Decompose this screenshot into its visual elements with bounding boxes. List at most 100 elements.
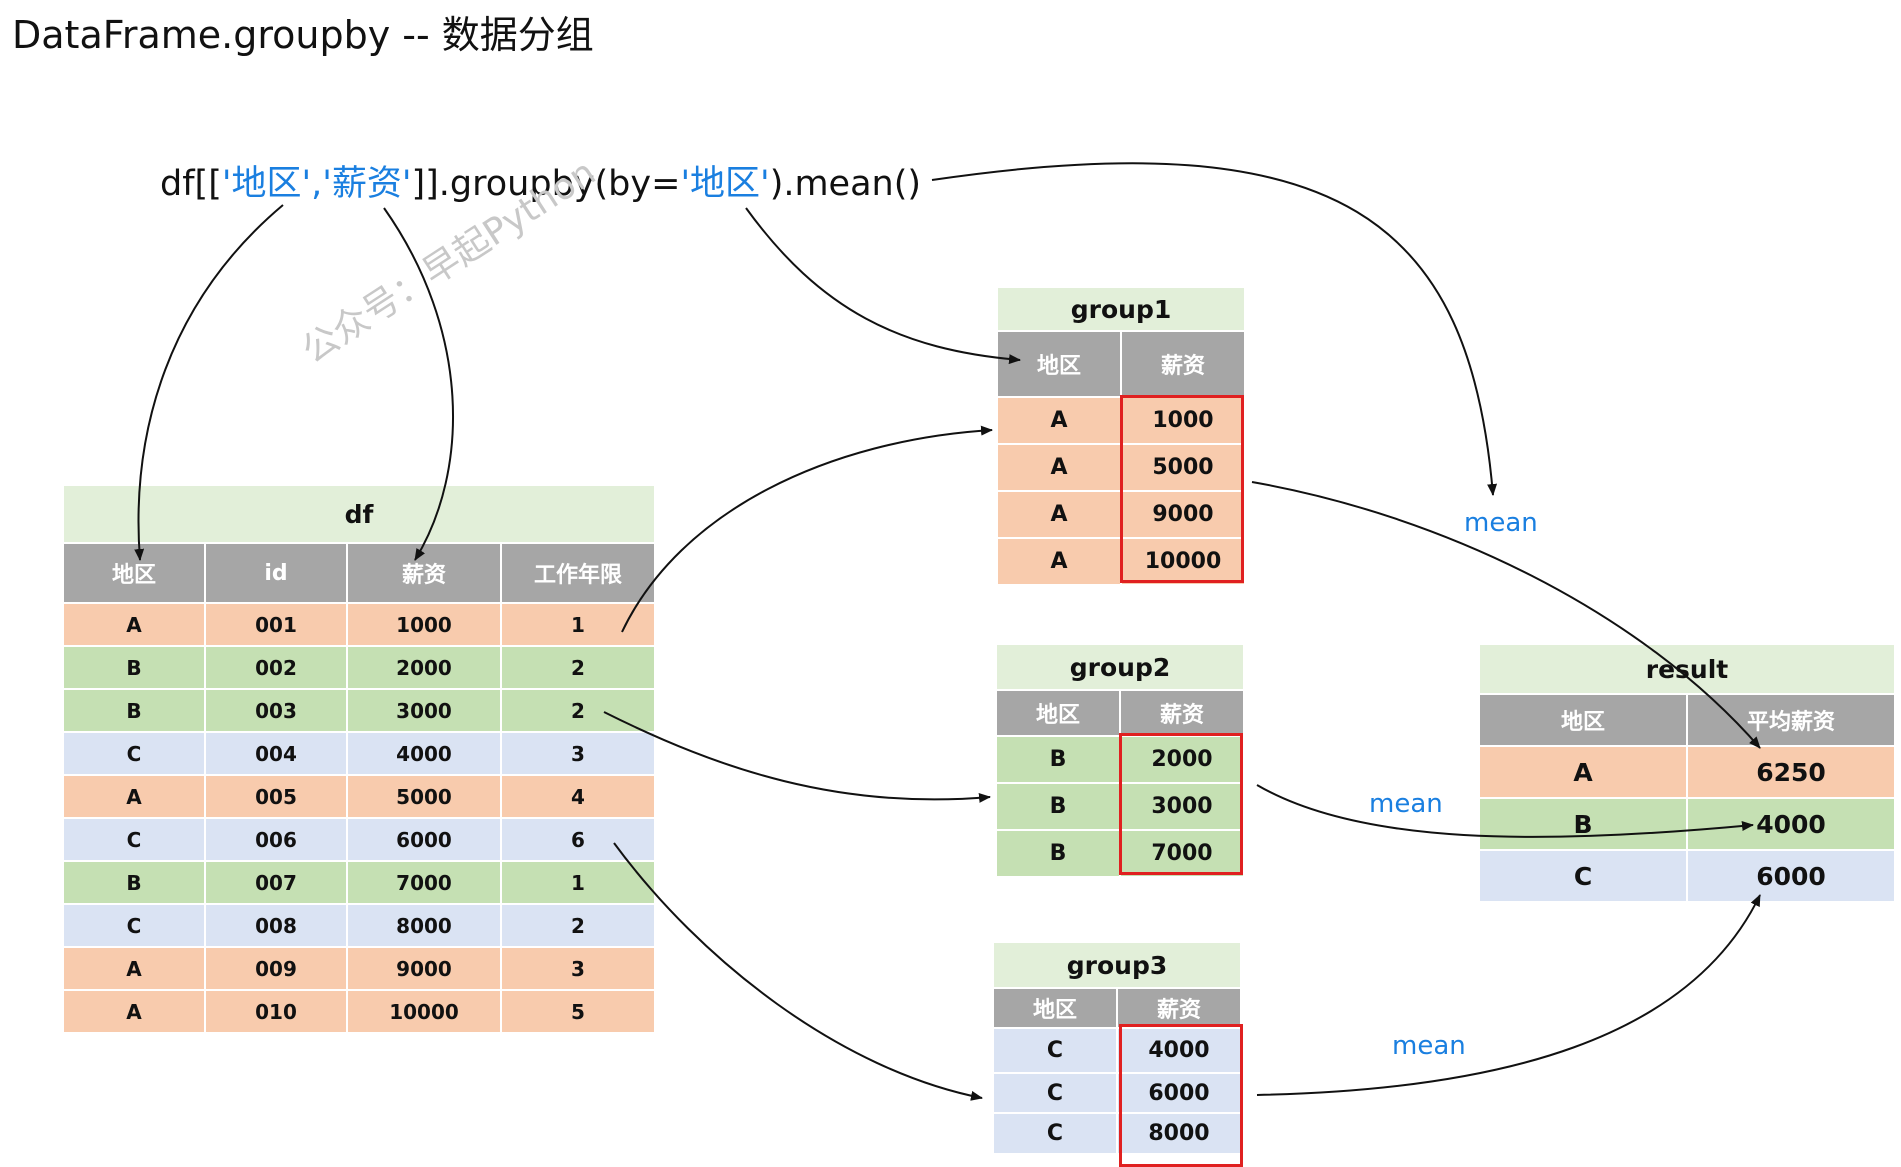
df-header-region: 地区 (62, 542, 206, 604)
group3-cell: 6000 (1116, 1072, 1242, 1114)
arrow-code-to-df-region (134, 204, 284, 561)
df-cell: 1000 (346, 602, 502, 647)
group1-title: group1 (996, 286, 1246, 332)
arrow-df-to-group2 (603, 711, 991, 803)
df-cell: C (62, 731, 206, 776)
df-cell: A (62, 602, 206, 647)
arrow-group2-to-result (1256, 784, 1754, 838)
group3-cell: 8000 (1116, 1112, 1242, 1155)
df-cell: 002 (204, 645, 348, 690)
df-cell: 2 (499, 645, 657, 690)
df-cell: 6000 (346, 817, 502, 862)
df-cell: 10000 (346, 989, 502, 1034)
group1-cell: 1000 (1120, 396, 1246, 445)
df-cell: 005 (204, 774, 348, 819)
df-cell: 009 (204, 946, 348, 991)
mean-label-group1: mean (1464, 508, 1538, 538)
df-cell: 4000 (346, 731, 502, 776)
df-cell: A (62, 989, 206, 1034)
df-cell: 5 (499, 989, 657, 1034)
df-cell: 1 (499, 860, 657, 905)
group3-cell: C (992, 1072, 1118, 1114)
code-expression: df[['地区','薪资']].groupby(by='地区').mean() (160, 155, 921, 206)
result-cell: C (1478, 849, 1688, 903)
group1-header-region: 地区 (996, 330, 1122, 398)
df-cell: 007 (204, 860, 348, 905)
df-cell: 6 (499, 817, 657, 862)
group2-cell: 3000 (1119, 782, 1245, 831)
group1-cell: A (996, 537, 1122, 586)
code-by-region: '地区' (680, 164, 770, 204)
mean-label-group2: mean (1369, 789, 1443, 819)
df-cell: 2000 (346, 645, 502, 690)
df-cell: C (62, 817, 206, 862)
group2-cell: B (995, 782, 1121, 831)
code-part-3: ).mean() (769, 164, 922, 204)
df-cell: B (62, 645, 206, 690)
df-cell: 8000 (346, 903, 502, 948)
df-title: df (61, 484, 657, 544)
arrow-code-to-result (931, 162, 1498, 496)
group1-salary-highlight (1120, 395, 1244, 583)
mean-label-group3: mean (1392, 1031, 1466, 1061)
df-cell: 3 (499, 731, 657, 776)
arrow-df-to-group3 (613, 842, 983, 1101)
group1-cell: A (996, 490, 1122, 539)
df-cell: 4 (499, 774, 657, 819)
df-cell: 003 (204, 688, 348, 733)
arrow-code-to-group1 (745, 207, 1021, 365)
df-cell: 1 (499, 602, 657, 647)
group2-cell: 7000 (1119, 829, 1245, 878)
group1-cell: 9000 (1120, 490, 1246, 539)
result-cell: B (1478, 797, 1688, 851)
result-cell: 6250 (1685, 745, 1897, 799)
df-cell: B (62, 860, 206, 905)
result-header-region: 地区 (1478, 693, 1688, 747)
df-cell: 2 (499, 903, 657, 948)
group2-title: group2 (995, 643, 1245, 691)
group3-cell: C (992, 1112, 1118, 1155)
df-cell: 5000 (346, 774, 502, 819)
df-cell: C (62, 903, 206, 948)
group2-header-salary: 薪资 (1119, 689, 1245, 737)
result-title: result (1477, 643, 1897, 695)
df-header-id: id (204, 542, 348, 604)
df-cell: 7000 (346, 860, 502, 905)
result-cell: 6000 (1685, 849, 1897, 903)
group2-cell: B (995, 829, 1121, 878)
group3-header-region: 地区 (992, 987, 1118, 1029)
df-header-years: 工作年限 (499, 542, 657, 604)
group1-cell: A (996, 443, 1122, 492)
group2-cell: 2000 (1119, 735, 1245, 784)
arrow-df-to-group1 (621, 425, 993, 633)
code-part-2: ]].groupby(by= (411, 164, 681, 204)
group2-salary-highlight (1119, 733, 1243, 875)
group3-header-salary: 薪资 (1116, 987, 1242, 1029)
result-cell: 4000 (1685, 797, 1897, 851)
df-cell: 001 (204, 602, 348, 647)
group1-cell: A (996, 396, 1122, 445)
code-part-1: df[[ (160, 164, 222, 204)
df-cell: 006 (204, 817, 348, 862)
arrow-group1-to-result (1251, 481, 1761, 749)
df-cell: A (62, 946, 206, 991)
df-cell: 3000 (346, 688, 502, 733)
